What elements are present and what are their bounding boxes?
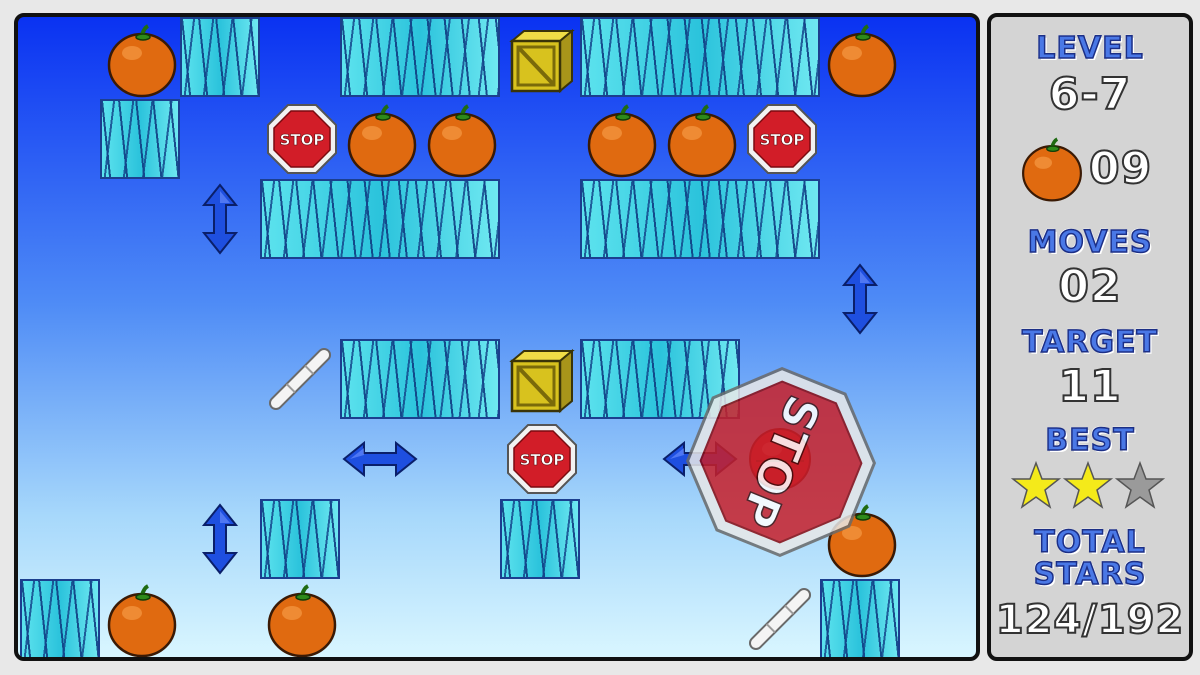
ice-block — [100, 99, 180, 179]
moves-label: MOVES — [1027, 224, 1153, 261]
level-value: 6-7 — [1048, 68, 1132, 121]
orange-icon[interactable] — [102, 579, 182, 657]
ice-block — [260, 179, 500, 259]
orange-icon[interactable] — [342, 99, 422, 179]
total-stars-value: 124/192 — [995, 596, 1185, 644]
best-stars — [1011, 461, 1171, 511]
orange-icon[interactable] — [262, 579, 342, 657]
ice-block — [260, 499, 340, 579]
star-filled-icon — [1011, 461, 1061, 511]
star-empty-icon — [1115, 461, 1165, 511]
stop-sign-icon[interactable]: STOP — [502, 419, 582, 499]
horizontal-arrow-icon[interactable] — [340, 419, 420, 499]
ice-block — [500, 499, 580, 579]
moves-value: 02 — [1057, 260, 1122, 313]
total-stars-label-line2: STARS — [1033, 556, 1147, 593]
target-label: TARGET — [1021, 324, 1159, 361]
orange-icon[interactable] — [102, 19, 182, 99]
target-value: 11 — [1057, 360, 1122, 413]
ice-block — [340, 17, 500, 97]
ice-block — [580, 17, 820, 97]
diagonal-bar-icon[interactable] — [260, 339, 340, 419]
ice-block — [820, 579, 900, 657]
stop-sign-label: STOP — [520, 451, 565, 469]
ice-block — [580, 179, 820, 259]
orange-icon[interactable] — [822, 499, 902, 579]
vertical-arrow-icon[interactable] — [180, 179, 260, 259]
hud-sidebar: LEVEL 6-7 09 MOVES 02 TARGET 11 BEST TOT… — [987, 13, 1193, 661]
stop-sign-icon[interactable]: STOP — [262, 99, 342, 179]
orange-counter-icon — [1017, 133, 1087, 203]
ice-block — [180, 17, 260, 97]
crate-icon[interactable] — [502, 339, 582, 419]
orange-icon[interactable] — [662, 99, 742, 179]
best-label: BEST — [1045, 422, 1135, 459]
stop-sign-overlay-icon: STOP — [686, 367, 876, 557]
total-stars-label-line1: TOTAL — [1034, 524, 1146, 561]
stop-sign-icon[interactable]: STOP — [742, 99, 822, 179]
star-filled-icon — [1063, 461, 1113, 511]
orange-icon[interactable] — [582, 99, 662, 179]
crate-icon[interactable] — [502, 19, 582, 99]
stop-sign-label: STOP — [280, 131, 325, 149]
level-label: LEVEL — [1036, 30, 1144, 67]
stop-sign-label: STOP — [760, 131, 805, 149]
vertical-arrow-icon[interactable] — [820, 259, 900, 339]
orange-icon[interactable] — [422, 99, 502, 179]
orange-icon[interactable] — [822, 19, 902, 99]
vertical-arrow-icon[interactable] — [180, 499, 260, 579]
ice-block — [340, 339, 500, 419]
ice-block — [20, 579, 100, 657]
ice-block — [580, 339, 740, 419]
game-board[interactable]: STOP STOP STOP STOP — [14, 13, 980, 661]
diagonal-bar-icon[interactable] — [740, 579, 820, 657]
orange-count: 09 — [1088, 142, 1153, 195]
orange-counter: 09 — [1017, 133, 1177, 203]
